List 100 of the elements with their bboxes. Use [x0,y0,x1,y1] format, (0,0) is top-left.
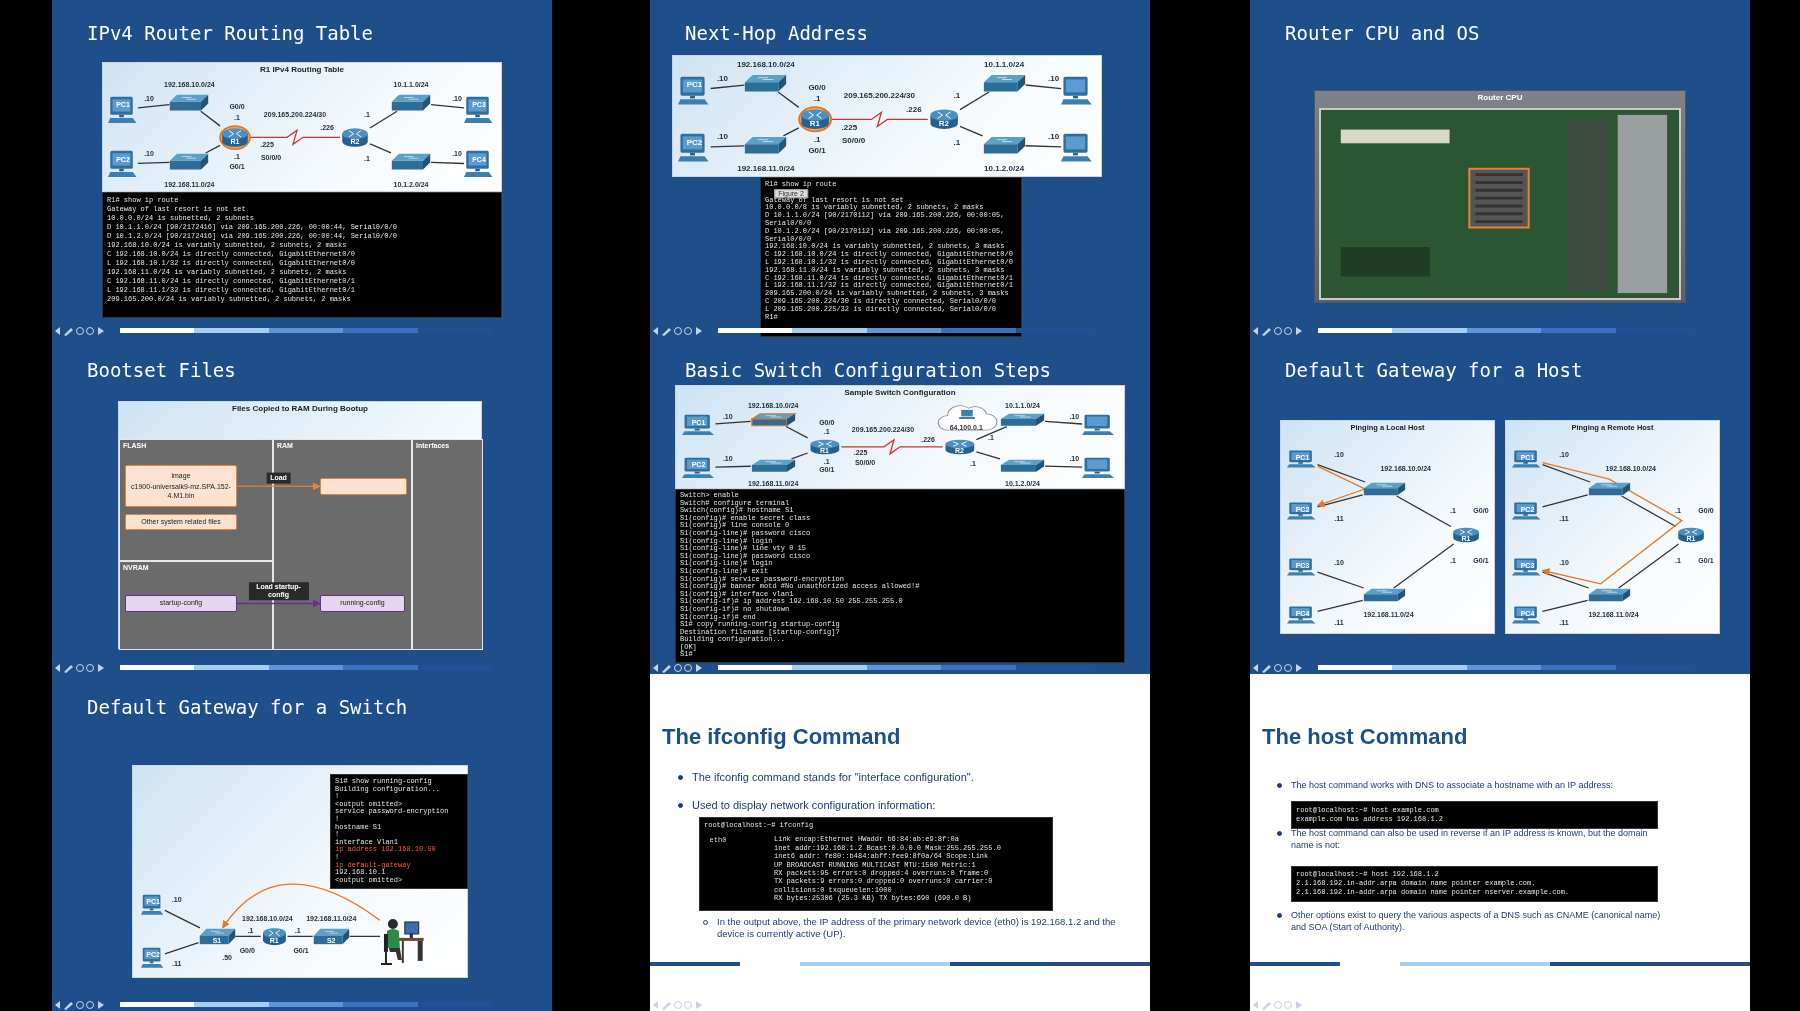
address-label: 10.1.1.0/24 [984,60,1025,69]
network-link [430,103,465,109]
figure-title: Router CPU [1477,93,1523,103]
address-label: 192.168.11.0/24 [737,165,795,174]
slide-background [52,0,552,337]
slide-title: The ifconfig Command [662,724,901,750]
network-link [1618,543,1680,589]
network-link [1316,571,1365,589]
network-link [1393,543,1455,589]
network-link [710,145,746,148]
address-label: .1 [953,138,961,147]
slide-title: Next-Hop Address [685,22,869,44]
network-link [349,935,381,938]
figure-panel [132,765,468,978]
network-link [714,465,752,468]
slide-background [1250,674,1750,1011]
address-label: 209.165.200.224/30 [843,91,915,101]
terminal-window [330,774,468,889]
network-link [777,91,800,109]
network-link [200,110,221,127]
address-label: .10 [1048,74,1060,84]
slide-background [650,674,1150,1011]
slide-title: IPv4 Router Routing Table [87,22,373,44]
network-link [286,935,314,938]
address-label: .1 [813,94,821,104]
network-link [975,451,1001,460]
network-link [714,420,752,425]
bullet-text: The ifconfig command stands for "interface configuration". [692,770,975,785]
bullet-text: Used to display network configuration information: [692,798,937,813]
slide-title: Bootset Files [87,359,236,381]
device-label: R1 [809,119,820,128]
network-link [1044,465,1083,468]
arrow [1316,465,1367,508]
network-link [1395,495,1452,528]
address-label: G0/1 [808,146,826,156]
figure-title: Files Copied to RAM During Bootup [232,404,368,414]
network-link [1541,571,1590,589]
address-label: .10 [1048,132,1060,141]
arrow [236,482,321,491]
serial-link [249,128,341,146]
slide-background [1250,0,1750,337]
network-link [369,143,392,154]
network-link [782,127,800,137]
terminal-window [1291,866,1658,902]
slide-background [1250,337,1750,674]
arrow [1541,462,1684,585]
address-label: .1 [813,135,821,145]
file-box [125,465,237,507]
network-link [710,84,746,90]
network-link [234,935,262,938]
slide-background [650,337,1150,674]
slide-title: The host Command [1262,724,1468,750]
address-label: 192.168.10.0/24 [736,60,795,69]
slide-title: Default Gateway for a Host [1285,359,1583,381]
network-link [1024,145,1062,148]
terminal-window [760,177,1022,337]
address-label: G0/0 [808,83,826,93]
network-link [1541,494,1589,508]
figure-panel [1505,420,1720,634]
network-link [1620,495,1677,528]
figure-panel [675,385,1125,489]
figure-panel [118,401,482,649]
file-box [125,595,237,612]
network-link [1316,494,1364,508]
network-link [785,425,809,439]
network-link [1044,420,1083,425]
slide-title: Default Gateway for a Switch [87,696,408,718]
address-label: .10 [716,74,728,84]
device-label: PC1 [686,81,703,90]
network-link [1316,463,1366,483]
figure-title: R1 IPv4 Routing Table [260,65,344,75]
network-link [1541,599,1589,612]
memory-panel [412,439,483,650]
figure-panel [672,55,1102,177]
network-link [1024,84,1062,90]
serial-link [830,110,929,128]
slide-background [52,674,552,1011]
bullet-text: The host command can also be used in reverse if an IP address is known, but the domain name is not: [1291,828,1649,852]
network-link [1541,463,1591,483]
network-link [369,110,398,129]
terminal-window [699,817,1053,911]
address-label: .226 [906,105,922,115]
network-link [959,125,984,137]
address-label: .10 [716,132,728,141]
address-label: S0/0/0 [842,137,866,146]
network-link [164,941,200,955]
terminal-window [1291,801,1658,829]
network-link [1316,599,1364,612]
bullet-text: In the output above, the IP address of the primary network device (eth0) is 192.168.1.2 and the device is currently active (UP). [717,916,1117,941]
bullet-text: Other options exist to query the various aspects of a DNS such as CNAME (canonical name) and SOA (Start of Authority). [1291,910,1662,934]
file-box [320,595,405,612]
file-box [125,514,237,530]
address-label: .225 [841,123,858,133]
address-label: 10.1.2.0/24 [984,165,1025,174]
address-label: .1 [953,91,961,101]
network-link [205,144,221,154]
terminal-window [102,192,502,318]
device-label: R2 [938,119,949,128]
arrow [221,883,381,929]
network-link [959,91,990,111]
